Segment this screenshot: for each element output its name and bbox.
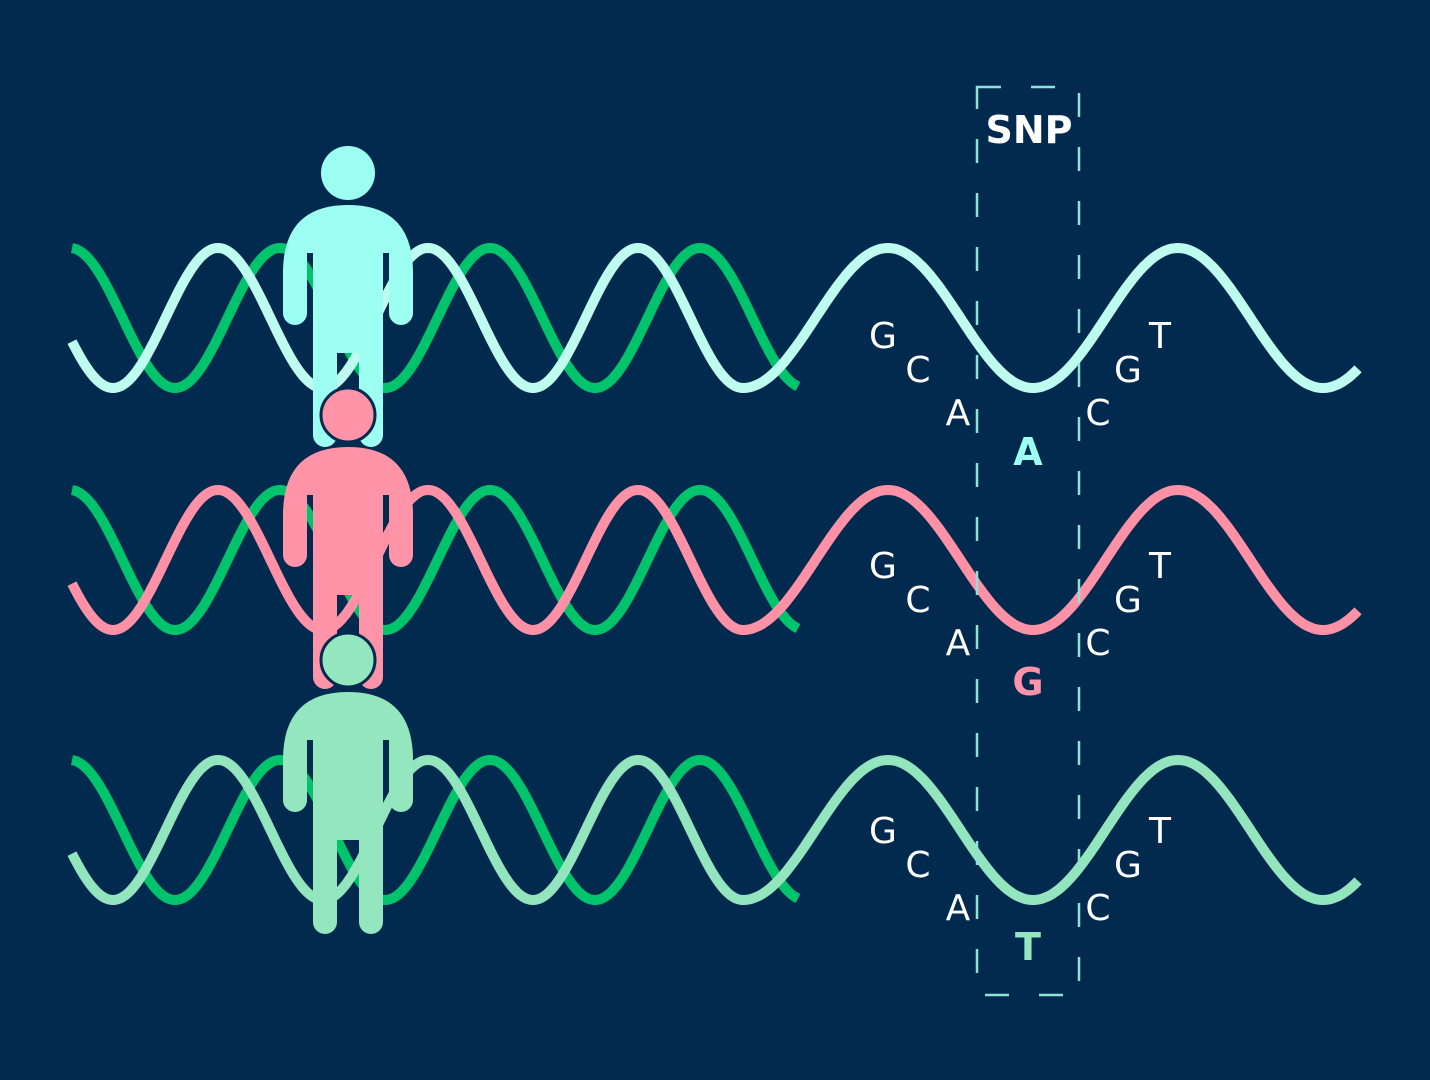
main-strand [67,484,1362,635]
person-body [283,447,413,689]
main-strand [67,754,1362,905]
person-head [321,146,375,200]
person-icon [283,631,413,934]
partner-strand [71,754,801,905]
base-letter: T [1148,546,1172,587]
base-letter: A [946,888,971,929]
base-letter: A [946,623,971,664]
person-icon [283,146,413,447]
base-letter: G [1114,350,1142,391]
base-letter: C [905,580,930,621]
person-head [319,631,377,689]
people [283,146,413,934]
person-icon [283,386,413,689]
base-letter: T [1148,811,1172,852]
base-letter: G [869,316,897,357]
snp-box [975,85,1081,997]
base-letter: T [1148,316,1172,357]
base-letter: G [869,546,897,587]
base-letter: C [1085,888,1110,929]
person-head [319,386,377,444]
base-letter: C [1085,623,1110,664]
person-body [283,692,413,934]
base-letter: G [1114,845,1142,886]
base-letter: A [946,393,971,434]
partner-strand [71,242,801,393]
base-letter: G [869,811,897,852]
base-letter: C [1085,393,1110,434]
snp-label: SNP [985,108,1072,152]
base-letter: C [905,350,930,391]
dna-strands [67,242,1362,905]
snp-base: T [1015,925,1041,969]
snp-base: A [1013,430,1043,474]
base-letter: G [1114,580,1142,621]
base-letter: C [905,845,930,886]
person-body [283,205,413,447]
snp-base: G [1012,660,1043,704]
main-strand [67,242,1362,393]
partner-strand [71,484,801,635]
